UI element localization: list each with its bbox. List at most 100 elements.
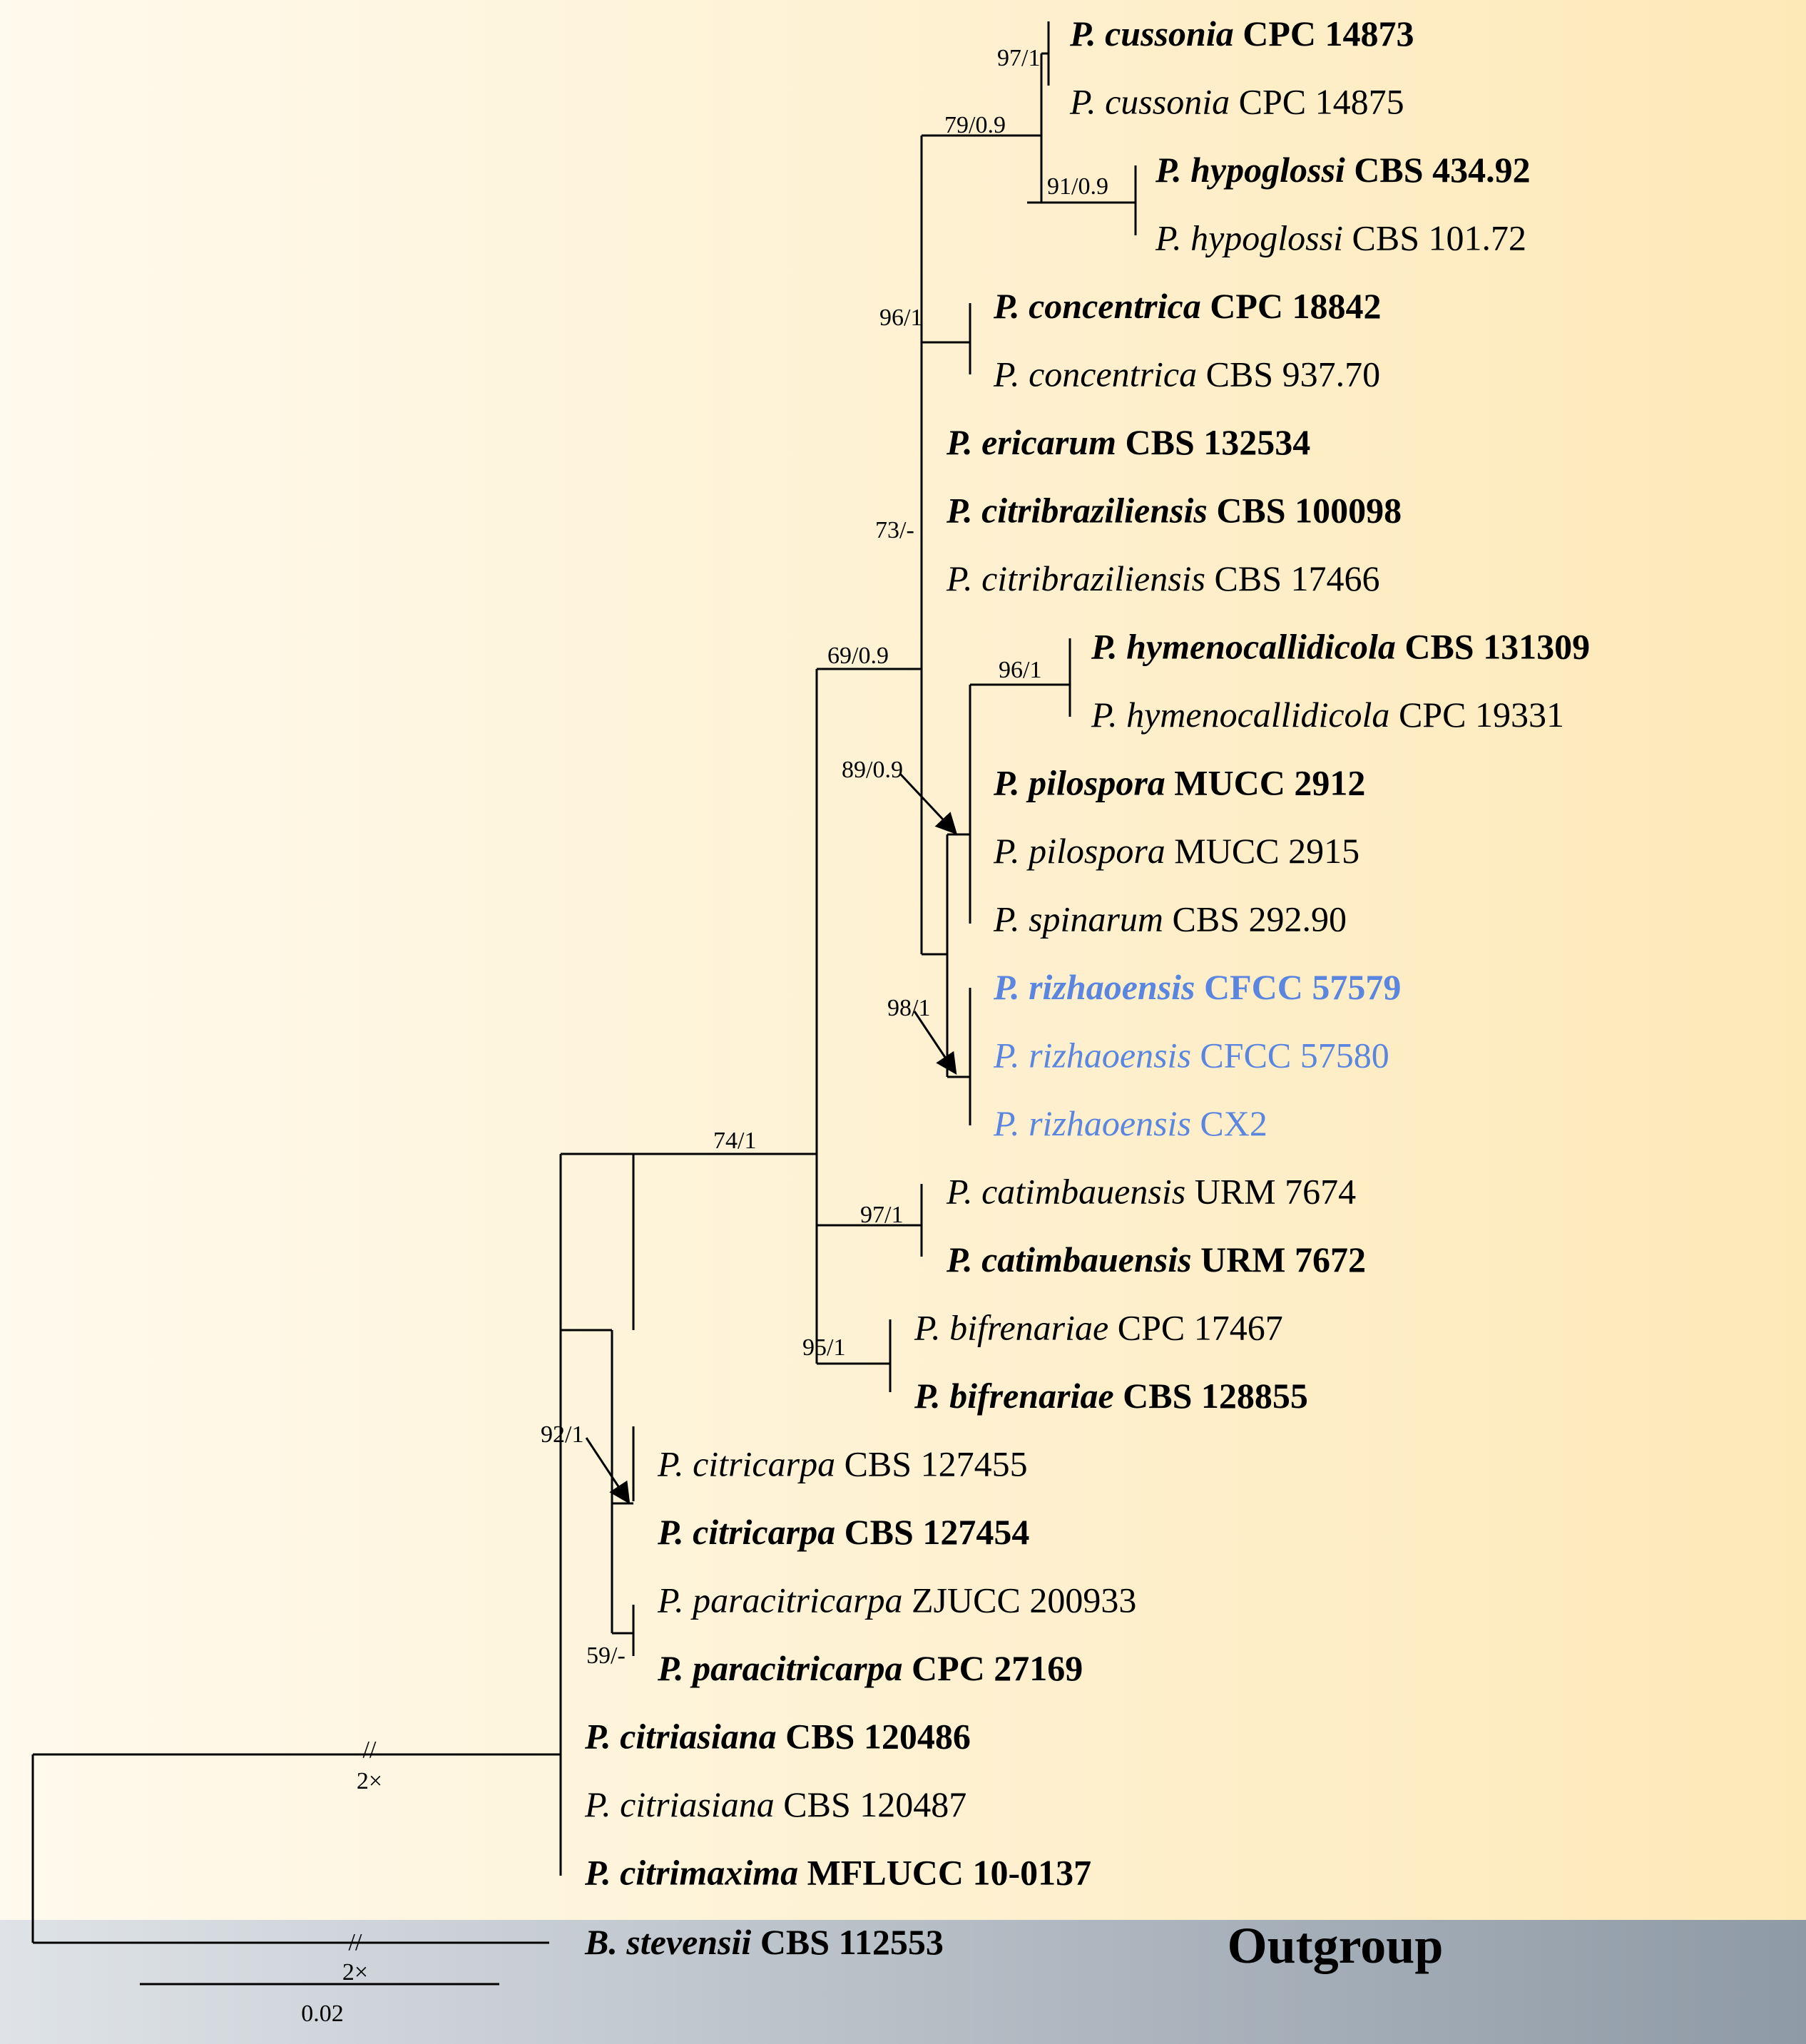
taxon-strain: URM 7672 [1192, 1240, 1366, 1279]
taxon-species: P. cussonia [1069, 14, 1234, 53]
taxon-strain: CPC 14873 [1234, 14, 1414, 53]
taxon-label: P. citribraziliensis CBS 100098 [946, 491, 1402, 531]
taxon-strain: CBS 112553 [751, 1922, 944, 1962]
taxon-label: P. spinarum CBS 292.90 [993, 899, 1347, 939]
taxon-species: P. citriasiana [584, 1784, 775, 1824]
taxon-strain: CBS 937.70 [1197, 354, 1380, 394]
taxon-strain: CFCC 57580 [1191, 1036, 1389, 1075]
support-value: 97/1 [997, 45, 1040, 71]
taxon-species: P. paracitricarpa [657, 1648, 903, 1688]
taxon-label: P. citricarpa CBS 127455 [657, 1444, 1028, 1484]
taxon-species: P. cussonia [1069, 82, 1230, 122]
support-arrow [913, 1011, 957, 1075]
taxon-species: P. citricarpa [657, 1512, 835, 1552]
taxon-species: P. hymenocallidicola [1091, 695, 1389, 735]
taxon-strain: CPC 18842 [1201, 286, 1382, 326]
taxon-label: P. catimbauensis URM 7672 [946, 1240, 1366, 1279]
taxon-species: P. rizhaoensis [993, 1036, 1191, 1075]
taxon-label: P. bifrenariae CPC 17467 [914, 1308, 1283, 1348]
taxon-label: P. cussonia CPC 14873 [1069, 14, 1414, 53]
scale-bar: 0.02 [140, 1983, 499, 2027]
ingroup-background [0, 0, 1806, 1920]
support-value: 98/1 [887, 995, 930, 1021]
taxon-species: P. catimbauensis [946, 1240, 1192, 1279]
support-value: 92/1 [541, 1421, 583, 1448]
taxon-species: P. rizhaoensis [993, 967, 1195, 1007]
taxon-label: P. concentrica CPC 18842 [993, 286, 1382, 326]
taxon-species: P. citrimaxima [584, 1853, 798, 1893]
taxon-strain: MUCC 2915 [1165, 831, 1359, 871]
taxon-species: P. paracitricarpa [657, 1580, 903, 1620]
support-values: 97/179/0.991/0.996/173/-69/0.996/189/0.9… [541, 45, 1108, 1669]
taxon-species: P. pilospora [993, 831, 1165, 871]
support-value: 69/0.9 [827, 643, 889, 669]
support-value: 89/0.9 [842, 757, 903, 783]
taxon-strain: CPC 14875 [1230, 82, 1404, 122]
tree-branches [31, 21, 1137, 1944]
taxon-species: P. hymenocallidicola [1091, 627, 1396, 667]
taxon-label: P. hypoglossi CBS 101.72 [1155, 218, 1526, 258]
support-value: 73/- [875, 517, 914, 543]
taxon-label: P. citricarpa CBS 127454 [657, 1512, 1029, 1552]
taxon-strain: ZJUCC 200933 [903, 1580, 1137, 1620]
taxon-strain: CBS 100098 [1208, 491, 1402, 531]
taxon-label: P. rizhaoensis CFCC 57580 [993, 1036, 1389, 1075]
taxon-species: P. concentrica [993, 286, 1201, 326]
branch-break-ingroup: // 2× [357, 1737, 382, 1794]
taxon-label: P. paracitricarpa CPC 27169 [657, 1648, 1083, 1688]
taxon-strain: CBS 127454 [835, 1512, 1029, 1552]
branch-break-outgroup: // 2× [342, 1929, 368, 1986]
taxon-strain: CFCC 57579 [1195, 967, 1402, 1007]
scale-bar-label: 0.02 [301, 2000, 344, 2027]
taxon-species: P. pilospora [993, 763, 1165, 803]
taxon-species: P. spinarum [993, 899, 1163, 939]
support-arrow [585, 1437, 631, 1505]
taxon-species: P. hypoglossi [1155, 150, 1345, 190]
taxon-label: P. concentrica CBS 937.70 [993, 354, 1380, 394]
taxon-species: P. citriasiana [584, 1717, 777, 1757]
outgroup-label: Outgroup [1228, 1917, 1444, 1974]
taxon-strain: CBS 132534 [1116, 422, 1310, 462]
taxon-species: P. ericarum [946, 422, 1116, 462]
taxon-strain: CBS 17466 [1205, 558, 1380, 598]
taxon-strain: CBS 120486 [777, 1717, 971, 1757]
support-value: 79/0.9 [944, 112, 1006, 138]
taxon-strain: CBS 128855 [1114, 1376, 1308, 1416]
taxon-label: P. paracitricarpa ZJUCC 200933 [657, 1580, 1136, 1620]
taxon-strain: CBS 131309 [1396, 627, 1590, 667]
taxon-strain: CPC 17467 [1108, 1308, 1283, 1348]
taxon-strain: CBS 292.90 [1163, 899, 1347, 939]
support-value: 74/1 [713, 1128, 756, 1154]
break-factor: 2× [357, 1768, 382, 1794]
taxon-label: P. hypoglossi CBS 434.92 [1155, 150, 1531, 190]
taxon-species: P. bifrenariae [914, 1308, 1108, 1348]
taxon-strain: CBS 127455 [835, 1444, 1028, 1484]
taxon-species: P. hypoglossi [1155, 218, 1343, 258]
taxon-label: P. citriasiana CBS 120487 [584, 1784, 966, 1824]
taxon-label: P. rizhaoensis CFCC 57579 [993, 967, 1401, 1007]
taxon-strain: CBS 101.72 [1343, 218, 1526, 258]
taxon-species: P. catimbauensis [946, 1172, 1185, 1212]
taxon-strain: CBS 120487 [775, 1784, 967, 1824]
break-symbol: // [363, 1737, 377, 1763]
taxon-species: P. citribraziliensis [946, 491, 1208, 531]
taxon-strain: MUCC 2912 [1165, 763, 1366, 803]
taxon-species: P. citribraziliensis [946, 558, 1205, 598]
taxon-strain: CX2 [1191, 1103, 1267, 1143]
taxon-label: P. hymenocallidicola CPC 19331 [1091, 695, 1564, 735]
support-value: 59/- [586, 1642, 626, 1669]
support-arrow [899, 772, 958, 835]
support-value: 96/1 [999, 657, 1041, 683]
outgroup-background [0, 1920, 1806, 2044]
taxon-label: P. pilospora MUCC 2915 [993, 831, 1359, 871]
support-value: 91/0.9 [1047, 173, 1108, 200]
taxon-strain: CPC 19331 [1389, 695, 1564, 735]
taxon-species: P. rizhaoensis [993, 1103, 1191, 1143]
taxon-species: P. concentrica [993, 354, 1197, 394]
taxon-species: P. citricarpa [657, 1444, 835, 1484]
taxon-label: P. catimbauensis URM 7674 [946, 1172, 1356, 1212]
taxon-label: P. ericarum CBS 132534 [946, 422, 1310, 462]
break-factor: 2× [342, 1959, 368, 1986]
